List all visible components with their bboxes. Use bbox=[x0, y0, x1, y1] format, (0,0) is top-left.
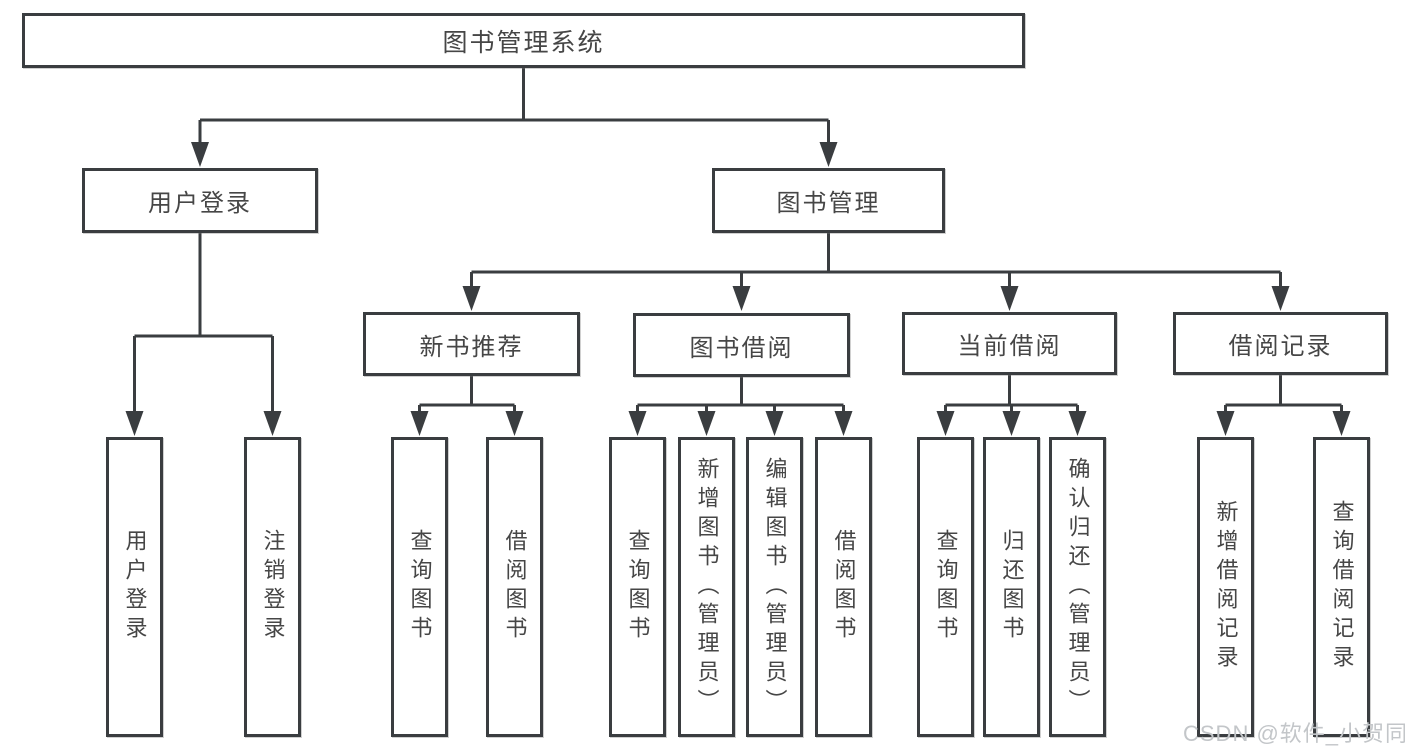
leaf-query-borrow-record-label: 查询借阅记录 bbox=[1329, 500, 1355, 674]
leaf-logout-label: 注销登录 bbox=[260, 529, 286, 645]
leaf-add-borrow-record: 新增借阅记录 bbox=[1197, 437, 1254, 737]
node-current-borrowing-label: 当前借阅 bbox=[957, 333, 1062, 360]
leaf-add-book-admin: 新增图书（管理员） bbox=[678, 437, 735, 737]
leaf-borrow-books-label: 借阅图书 bbox=[831, 529, 857, 645]
leaf-query-books-current: 查询图书 bbox=[917, 437, 974, 737]
leaf-query-books-borrow-label: 查询图书 bbox=[625, 529, 651, 645]
leaf-borrow-books: 借阅图书 bbox=[815, 437, 872, 737]
leaf-add-book-admin-label: 新增图书（管理员） bbox=[694, 456, 720, 718]
node-new-book-recommend: 新书推荐 bbox=[363, 312, 580, 376]
leaf-query-books-recommend-label: 查询图书 bbox=[407, 529, 433, 645]
leaf-return-book-label: 归还图书 bbox=[999, 529, 1025, 645]
leaf-borrow-books-recommend-label: 借阅图书 bbox=[502, 529, 528, 645]
connector-lines bbox=[133, 68, 1343, 414]
connector-arrowheads bbox=[125, 142, 1351, 436]
node-new-book-recommend-label: 新书推荐 bbox=[419, 333, 524, 361]
leaf-query-borrow-record: 查询借阅记录 bbox=[1313, 437, 1370, 737]
node-book-borrowing: 图书借阅 bbox=[633, 313, 850, 377]
leaf-user-login-label: 用户登录 bbox=[122, 529, 148, 645]
node-user-login: 用户登录 bbox=[82, 168, 318, 233]
node-book-management-label: 图书管理 bbox=[776, 190, 881, 217]
leaf-edit-book-admin: 编辑图书（管理员） bbox=[746, 437, 803, 737]
node-root: 图书管理系统 bbox=[22, 13, 1025, 68]
node-root-label: 图书管理系统 bbox=[442, 28, 605, 57]
leaf-query-books-recommend: 查询图书 bbox=[391, 437, 448, 737]
leaf-confirm-return-admin-label: 确认归还（管理员） bbox=[1065, 456, 1091, 718]
leaf-borrow-books-recommend: 借阅图书 bbox=[486, 437, 543, 737]
node-borrowing-records-label: 借阅记录 bbox=[1228, 333, 1333, 360]
leaf-user-login: 用户登录 bbox=[106, 437, 163, 737]
leaf-return-book: 归还图书 bbox=[983, 437, 1040, 737]
leaf-add-borrow-record-label: 新增借阅记录 bbox=[1213, 500, 1239, 674]
leaf-edit-book-admin-label: 编辑图书（管理员） bbox=[762, 456, 788, 718]
node-user-login-label: 用户登录 bbox=[148, 190, 252, 217]
leaf-logout: 注销登录 bbox=[244, 437, 301, 737]
node-book-management: 图书管理 bbox=[712, 168, 945, 233]
leaf-query-books-current-label: 查询图书 bbox=[933, 529, 959, 645]
csdn-watermark: CSDN @软件_小贺同学 bbox=[1183, 721, 1405, 746]
node-current-borrowing: 当前借阅 bbox=[902, 312, 1117, 375]
leaf-query-books-borrow: 查询图书 bbox=[609, 437, 666, 737]
node-borrowing-records: 借阅记录 bbox=[1173, 312, 1388, 375]
leaf-confirm-return-admin: 确认归还（管理员） bbox=[1049, 437, 1106, 737]
node-book-borrowing-label: 图书借阅 bbox=[689, 334, 794, 362]
